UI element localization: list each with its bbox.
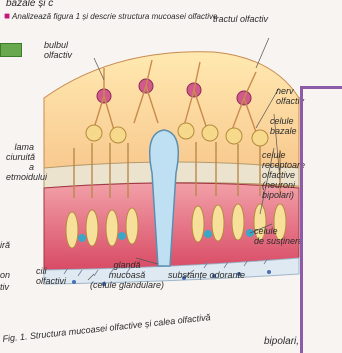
label-lamina-line1: lama <box>6 142 34 152</box>
label-basal-cells-line1: celule <box>270 116 297 126</box>
label-olfactory-bulb: bulbul olfactiv <box>44 40 72 60</box>
label-receptor-line2: receptoare <box>262 160 305 170</box>
label-receptor-line3: olfactive <box>262 170 305 180</box>
instruction-text: Analizează figura 1 și descrie structura… <box>12 12 217 21</box>
label-support-line2: de susținere <box>254 236 303 246</box>
label-support-line1: celule <box>254 226 303 236</box>
label-cilia-line2: olfactivi <box>36 276 66 286</box>
figure-caption: Fig. 1. Structura mucoasei olfactive și … <box>2 312 211 344</box>
label-olfactory-bulb-line2: olfactiv <box>44 50 72 60</box>
header-fragment: bazale și c <box>6 0 53 9</box>
label-gland-line1: glandă <box>86 260 168 270</box>
label-support-cells: celule de susținere <box>254 226 303 246</box>
label-basal-cells-line2: bazale <box>270 126 297 136</box>
label-lamina-line2: ciuruită a <box>6 152 34 172</box>
bottom-fragment: bipolari, <box>264 336 299 347</box>
label-cribriform-plate: lama ciuruită a etmoidului <box>6 142 34 182</box>
label-gland-line2: mucoasă <box>86 270 168 280</box>
exercise-tab-icon <box>0 43 22 57</box>
label-lamina-line3: etmoidului <box>6 172 34 182</box>
label-cilia-line1: cili <box>36 266 66 276</box>
label-cilia: cili olfactivi <box>36 266 66 286</box>
label-receptor-line4: (neuroni <box>262 180 305 190</box>
label-olfactory-bulb-line1: bulbul <box>44 40 72 50</box>
left-fragment-3: tiv <box>0 282 9 292</box>
label-olfactory-tract: tractul olfactiv <box>213 14 268 24</box>
instruction-line: ■ Analizează figura 1 și descrie structu… <box>4 12 217 21</box>
label-receptor-line1: celule <box>262 150 305 160</box>
left-fragment-2: on <box>0 270 10 280</box>
left-fragment-1: iră <box>0 240 10 250</box>
page-frame <box>300 86 342 353</box>
label-mucous-gland: glandă mucoasă (celule glandulare) <box>86 260 168 290</box>
bullet-icon: ■ <box>4 11 10 22</box>
label-gland-line3: (celule glandulare) <box>86 280 168 290</box>
label-odorant-substances: substanțe odorante <box>168 270 245 280</box>
label-receptor-line5: bipolari) <box>262 190 305 200</box>
label-receptor-cells: celule receptoare olfactive (neuroni bip… <box>262 150 305 200</box>
label-basal-cells: celule bazale <box>270 116 297 136</box>
